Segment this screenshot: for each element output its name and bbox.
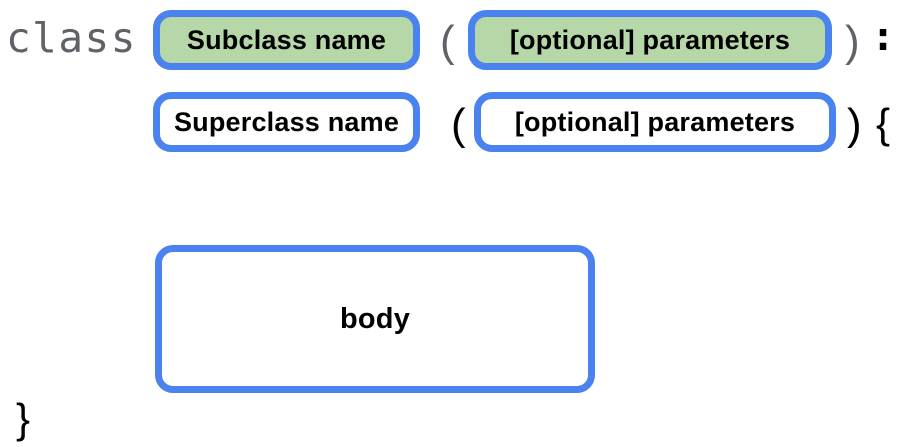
- superclass-name-label: Superclass name: [173, 106, 400, 137]
- close-paren-token-line2: ): [847, 100, 862, 149]
- superclass-name-box: Superclass name: [153, 92, 420, 152]
- close-brace-token: }: [16, 395, 31, 442]
- superclass-parameters-label: [optional] parameters: [514, 106, 796, 137]
- open-paren-token-line2: (: [451, 100, 466, 149]
- subclass-name-box: Subclass name: [153, 10, 420, 70]
- constructor-parameters-label: [optional] parameters: [509, 24, 791, 55]
- colon-token: :: [871, 14, 896, 60]
- constructor-parameters-box: [optional] parameters: [468, 10, 832, 70]
- subclass-name-label: Subclass name: [186, 24, 387, 55]
- class-body-label: body: [339, 302, 411, 335]
- superclass-parameters-box: [optional] parameters: [474, 92, 836, 152]
- close-paren-token-line1: ): [845, 17, 860, 66]
- open-paren-token-line1: (: [440, 17, 455, 66]
- class-body-box: body: [155, 245, 595, 393]
- open-brace-token: {: [876, 100, 891, 147]
- class-keyword: class: [6, 14, 137, 62]
